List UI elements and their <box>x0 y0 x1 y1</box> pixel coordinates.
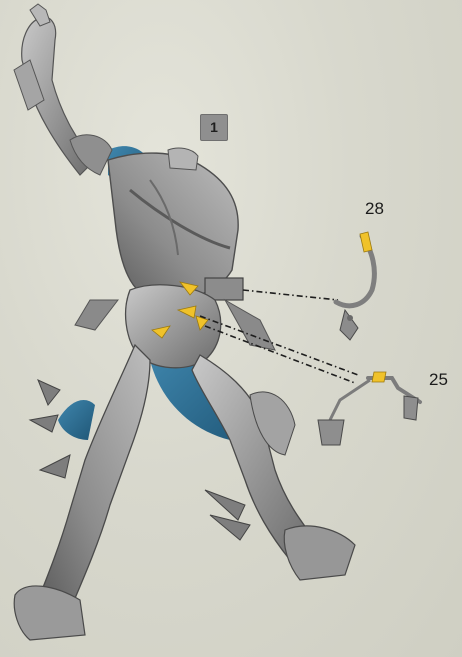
leader-lines <box>200 290 358 383</box>
part-number-25-label: 25 <box>429 370 448 390</box>
left-leg <box>14 345 150 640</box>
step-number-badge: 1 <box>200 114 228 141</box>
part-number-28-label: 28 <box>365 199 384 219</box>
part-25-component <box>318 372 420 445</box>
right-leg <box>192 355 355 580</box>
hips <box>75 285 275 368</box>
torso <box>108 148 243 300</box>
part-28-component <box>336 232 374 340</box>
raised-arm <box>14 4 112 175</box>
